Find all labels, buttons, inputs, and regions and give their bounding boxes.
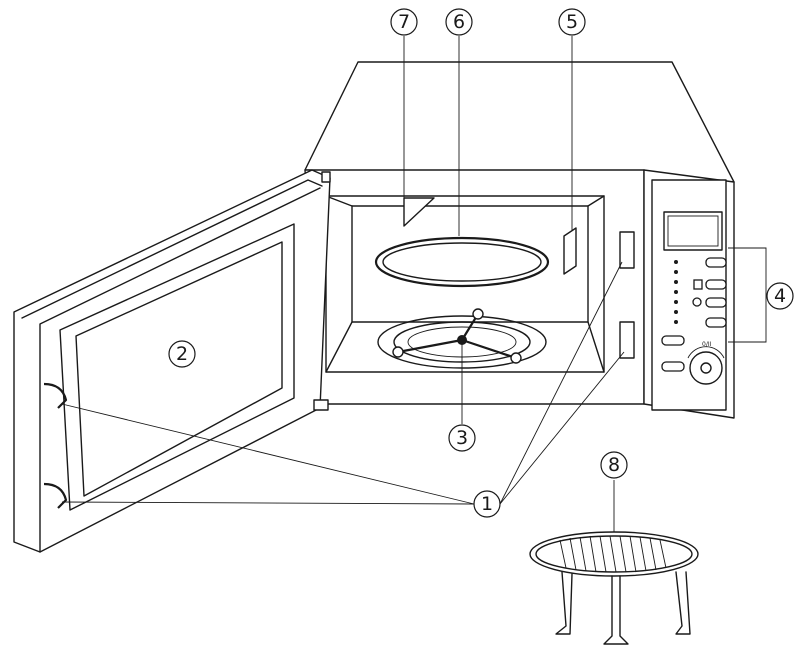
- rack-bars: [559, 535, 667, 573]
- callout-8-label: 8: [608, 454, 620, 476]
- turntable-shaft-icon: [457, 335, 467, 345]
- cavity-rail-upper: [619, 231, 635, 269]
- clock-icon: [692, 297, 702, 307]
- grill-heater: [374, 236, 550, 288]
- callout-8: 8: [600, 451, 628, 479]
- rack-leg-left: [555, 571, 573, 635]
- door-hook-lower: [43, 482, 68, 509]
- callout-7: 7: [390, 8, 418, 36]
- cavity-opening: [325, 195, 605, 373]
- rack-leg-right: [675, 571, 691, 635]
- control-panel: 0/II: [651, 179, 727, 411]
- cavity-lamp-cover: [403, 197, 435, 227]
- cavity-rail-lower: [619, 321, 635, 359]
- control-button-3[interactable]: [705, 297, 727, 308]
- control-button-5[interactable]: [661, 335, 685, 346]
- control-button-1[interactable]: [705, 257, 727, 268]
- callout-7-label: 7: [398, 11, 410, 33]
- callout-3-label: 3: [456, 427, 468, 449]
- callout-2-label: 2: [176, 343, 188, 365]
- door-window: [75, 241, 283, 497]
- dial-label: 0/II: [702, 341, 712, 348]
- callout-1: 1: [473, 490, 501, 518]
- callout-4: 4: [766, 282, 794, 310]
- display-window: [663, 211, 723, 251]
- control-button-6[interactable]: [661, 361, 685, 372]
- cabinet-top: [304, 61, 735, 183]
- control-dial[interactable]: [689, 351, 723, 385]
- door-hook-upper: [43, 382, 68, 409]
- callout-5: 5: [558, 8, 586, 36]
- waveguide-cover: [563, 227, 577, 275]
- callout-1-label: 1: [481, 493, 493, 515]
- callout-4-label: 4: [774, 285, 786, 307]
- program-icons: [674, 260, 678, 324]
- rack-leg-front: [603, 575, 629, 645]
- control-button-2a[interactable]: [693, 279, 703, 290]
- callout-6: 6: [445, 8, 473, 36]
- control-button-2[interactable]: [705, 279, 727, 290]
- callout-5-label: 5: [566, 11, 578, 33]
- grill-rack: [529, 531, 699, 645]
- door-seal: [59, 223, 295, 511]
- callout-6-label: 6: [453, 11, 465, 33]
- control-button-4[interactable]: [705, 317, 727, 328]
- callout-2: 2: [168, 340, 196, 368]
- leader-lines: [61, 36, 767, 532]
- callout-3: 3: [448, 424, 476, 452]
